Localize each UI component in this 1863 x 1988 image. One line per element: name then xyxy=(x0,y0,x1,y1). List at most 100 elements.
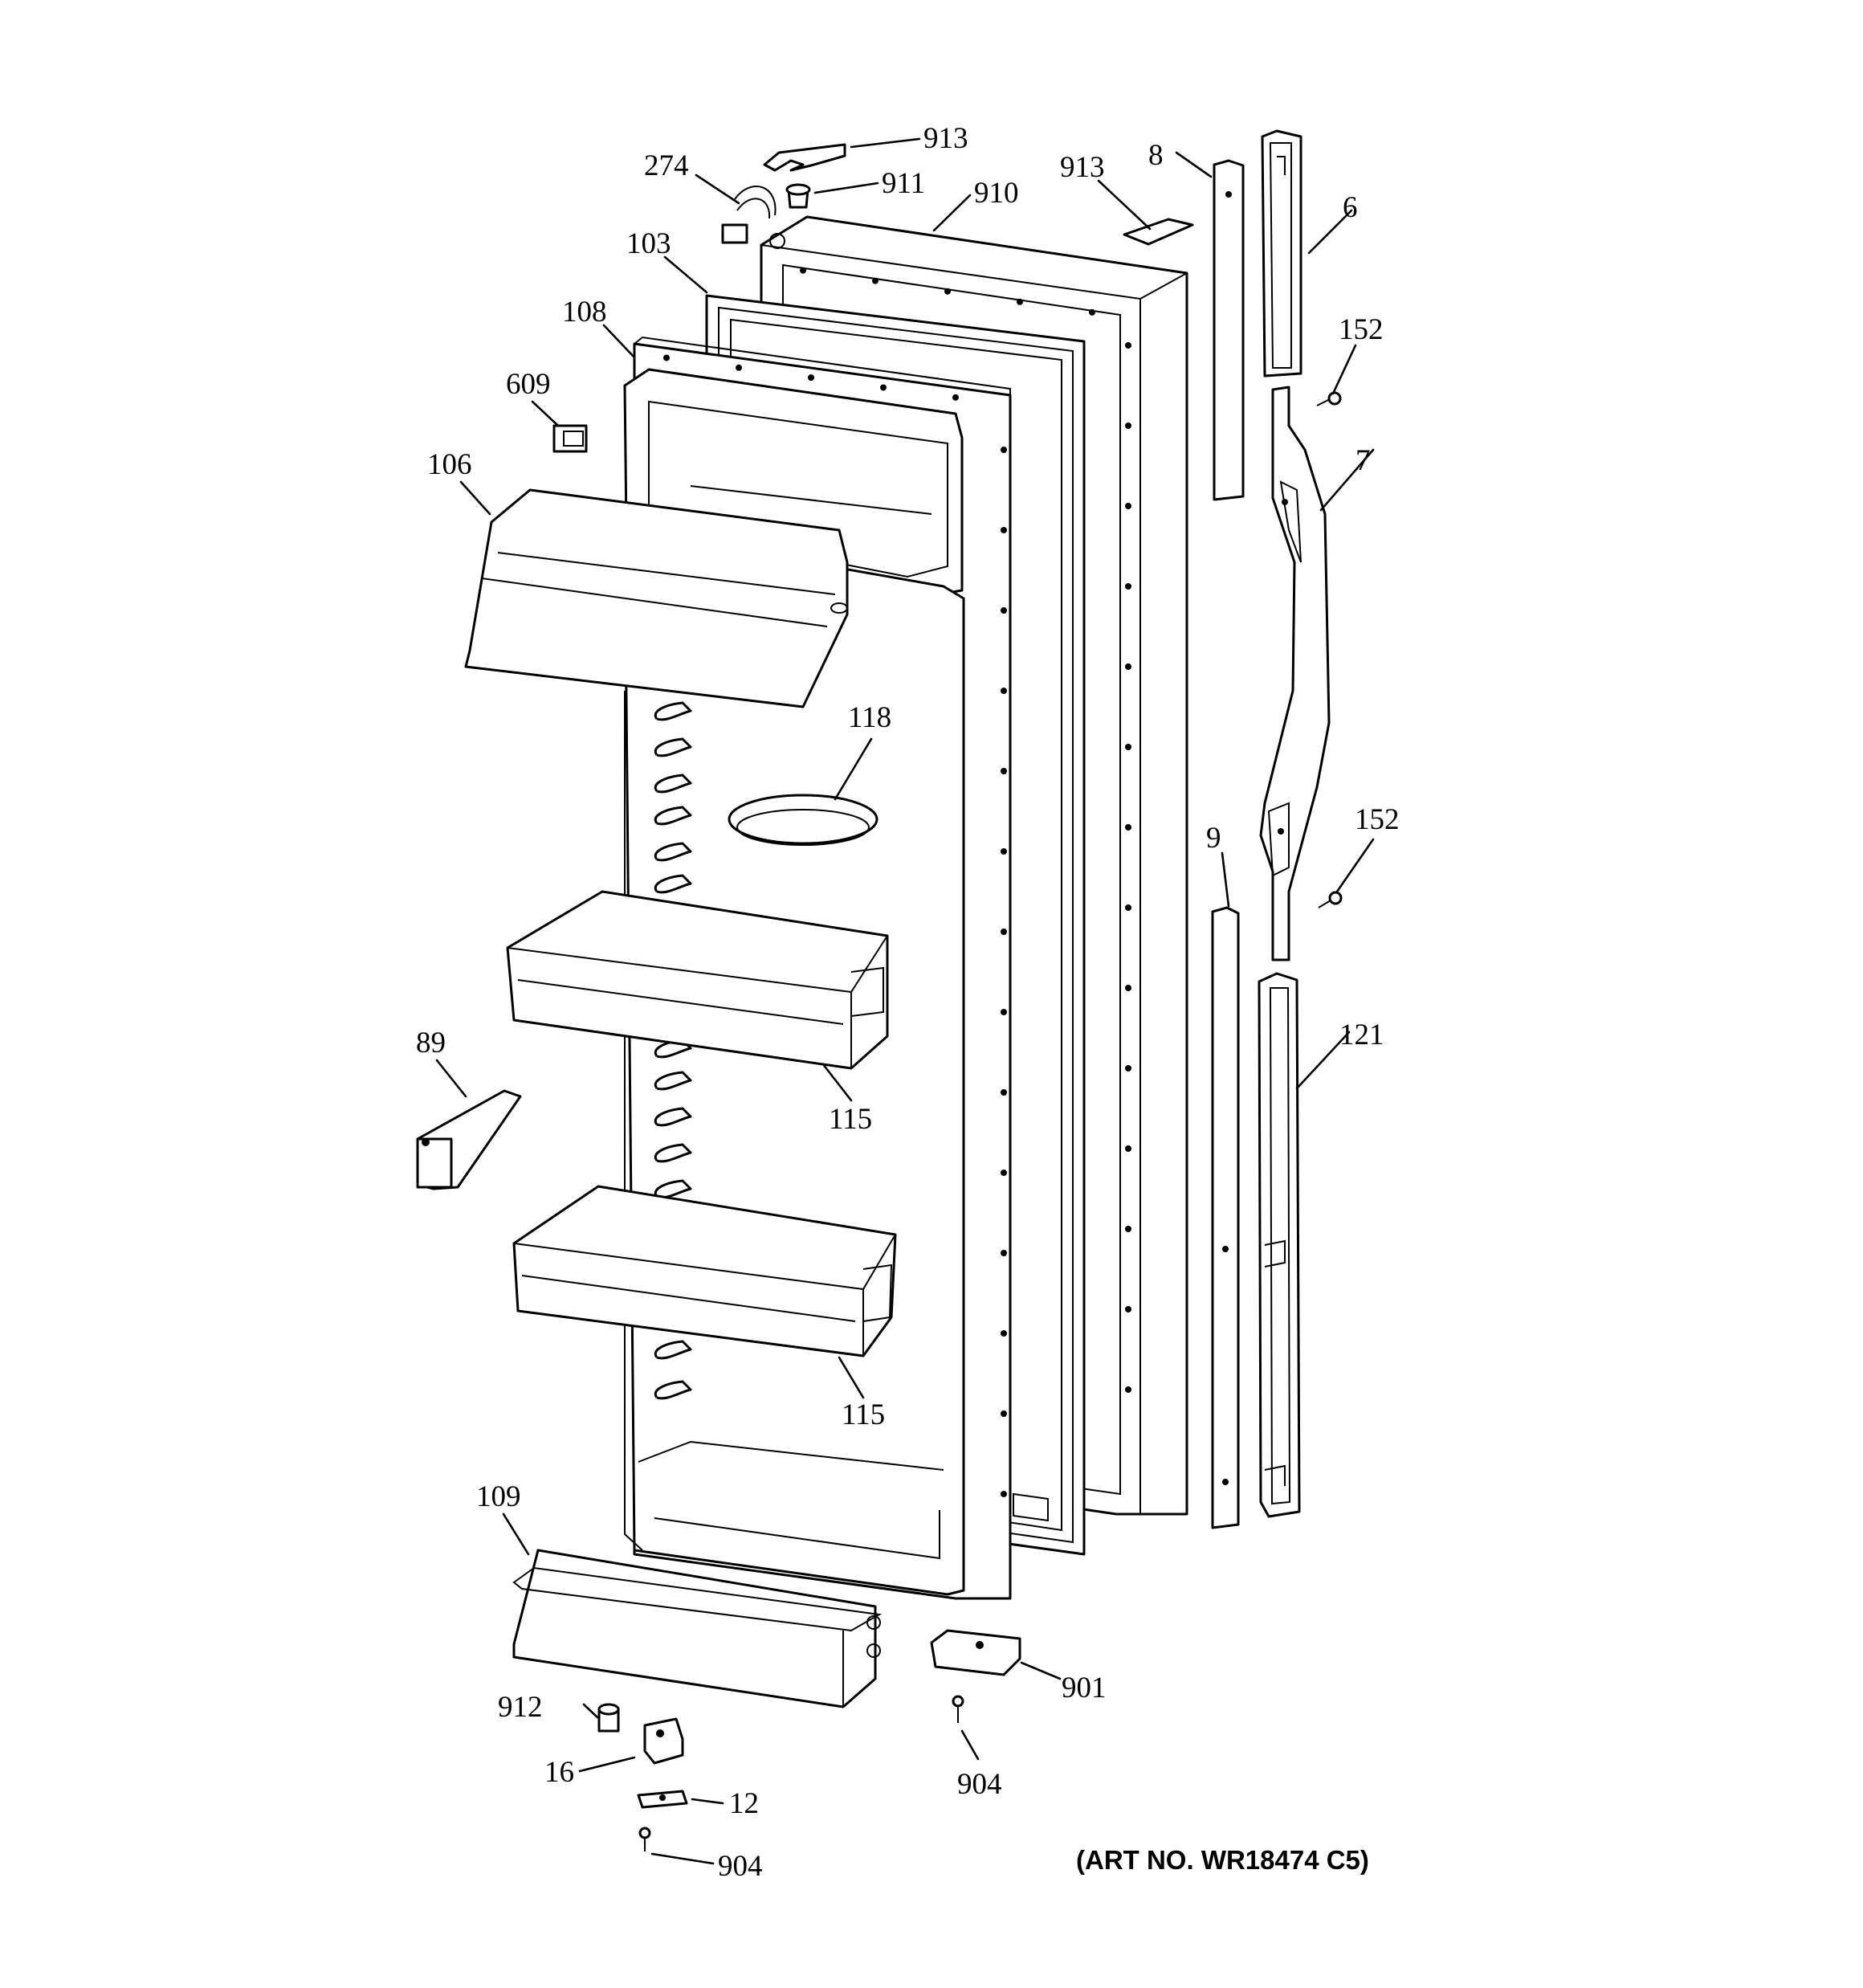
bracket-89 xyxy=(416,1089,522,1190)
callout-913a: 913 xyxy=(923,122,968,155)
rivet-dot xyxy=(944,288,951,295)
shelf-support-hook xyxy=(654,1340,692,1360)
shelf-support-hook xyxy=(654,806,692,826)
rivet-dot xyxy=(1125,342,1131,349)
callout-152a: 152 xyxy=(1339,313,1384,346)
callout-274: 274 xyxy=(644,149,689,182)
rivet-dot xyxy=(1125,663,1131,670)
shelf-support-hook xyxy=(654,1071,692,1091)
callout-609: 609 xyxy=(506,368,551,401)
callout-912: 912 xyxy=(498,1691,543,1724)
door-bin-115-upper xyxy=(506,890,889,1070)
door-bin-115-lower xyxy=(512,1185,897,1357)
switch-609 xyxy=(552,424,588,453)
bushing-911 xyxy=(785,183,811,209)
rivet-dot xyxy=(1017,298,1023,305)
hinge-16 xyxy=(643,1717,684,1765)
rivet-dot xyxy=(1125,1226,1131,1232)
callout-7: 7 xyxy=(1355,444,1371,477)
bushing-912 xyxy=(597,1703,620,1733)
handle-cap-6 xyxy=(1261,129,1302,378)
rivet-dot xyxy=(1001,1089,1007,1096)
shelf-support-hook xyxy=(654,842,692,862)
leader-lines xyxy=(435,137,1375,1865)
callout-911: 911 xyxy=(882,167,925,200)
rivet-dot xyxy=(1001,768,1007,774)
rivet-dot xyxy=(1001,929,1007,935)
callout-6: 6 xyxy=(1343,191,1358,224)
screw-152-lower xyxy=(1318,891,1343,908)
rivet-dot xyxy=(1125,1386,1131,1393)
handle-7 xyxy=(1259,386,1331,961)
rivet-dot xyxy=(800,267,806,274)
rivet-dot xyxy=(1089,308,1095,316)
trim-9 xyxy=(1211,906,1240,1529)
callout-12: 12 xyxy=(729,1787,759,1820)
callout-103: 103 xyxy=(626,227,671,260)
callout-9: 9 xyxy=(1206,822,1221,855)
screw-904-right xyxy=(952,1695,964,1723)
rivet-dot xyxy=(1125,904,1131,911)
callout-89: 89 xyxy=(416,1027,446,1059)
dairy-compartment-door-106 xyxy=(464,488,849,708)
callout-904a: 904 xyxy=(957,1768,1002,1801)
rivet-dot xyxy=(736,364,742,371)
callout-115b: 115 xyxy=(842,1398,885,1431)
bottom-door-bin-109 xyxy=(512,1549,883,1708)
shelf-support-hook xyxy=(654,874,692,894)
rivet-dot xyxy=(1001,688,1007,694)
callout-913b: 913 xyxy=(1060,151,1105,184)
rivet-dot xyxy=(1125,1306,1131,1312)
rivet-dot xyxy=(1125,824,1131,831)
trim-8 xyxy=(1213,159,1245,501)
shelf-support-hook xyxy=(654,1143,692,1163)
shelf-support-hook xyxy=(654,774,692,794)
wire-harness-274 xyxy=(721,186,777,244)
rivet-dot xyxy=(1125,1145,1131,1152)
callout-904b: 904 xyxy=(718,1850,763,1883)
rivet-dot xyxy=(880,384,887,391)
rivet-dot xyxy=(1001,1410,1007,1417)
shelf-support-hook xyxy=(654,701,692,721)
callout-901: 901 xyxy=(1062,1672,1107,1704)
shelf-support-hook xyxy=(654,737,692,757)
rivet-dot xyxy=(1001,1491,1007,1497)
rivet-dot xyxy=(663,354,670,361)
callout-115a: 115 xyxy=(829,1103,872,1136)
hinge-12 xyxy=(637,1790,688,1809)
rivet-dot xyxy=(1125,744,1131,750)
screw-152-upper xyxy=(1316,391,1342,406)
callout-118: 118 xyxy=(848,701,891,734)
callout-16: 16 xyxy=(544,1756,574,1789)
rivet-dot xyxy=(872,277,879,284)
rivet-dot xyxy=(1001,1330,1007,1337)
rivet-dot xyxy=(1001,848,1007,855)
shim-913-upper xyxy=(763,143,846,172)
screw-904-bottom xyxy=(638,1827,651,1851)
shelf-support-hook xyxy=(654,1380,692,1400)
callout-108: 108 xyxy=(562,296,607,329)
rivet-dot xyxy=(952,394,959,401)
rivet-dot xyxy=(1001,447,1007,453)
rivet-dot xyxy=(1125,583,1131,590)
rivet-dot xyxy=(1001,527,1007,533)
handle-trim-121 xyxy=(1258,972,1301,1518)
rivet-dot xyxy=(1001,1170,1007,1176)
callout-121: 121 xyxy=(1339,1018,1384,1051)
callout-910: 910 xyxy=(974,177,1019,210)
callout-labels: 913 274 911 910 913 8 6 103 108 609 106 … xyxy=(416,122,1400,1883)
art-number: (ART NO. WR18474 C5) xyxy=(1076,1845,1369,1875)
callout-106: 106 xyxy=(427,448,472,481)
callout-8: 8 xyxy=(1148,139,1164,172)
rivet-dot xyxy=(1125,503,1131,509)
rivet-dot xyxy=(1001,1250,1007,1256)
rivet-dot xyxy=(808,374,814,382)
egg-tray-118 xyxy=(728,794,879,846)
rivet-dot xyxy=(1125,1065,1131,1072)
callout-152b: 152 xyxy=(1355,803,1400,836)
hinge-cover-901 xyxy=(930,1629,1021,1676)
rivet-dot xyxy=(1125,423,1131,429)
shelf-support-hook xyxy=(654,1107,692,1127)
shim-913-right xyxy=(1123,218,1194,246)
